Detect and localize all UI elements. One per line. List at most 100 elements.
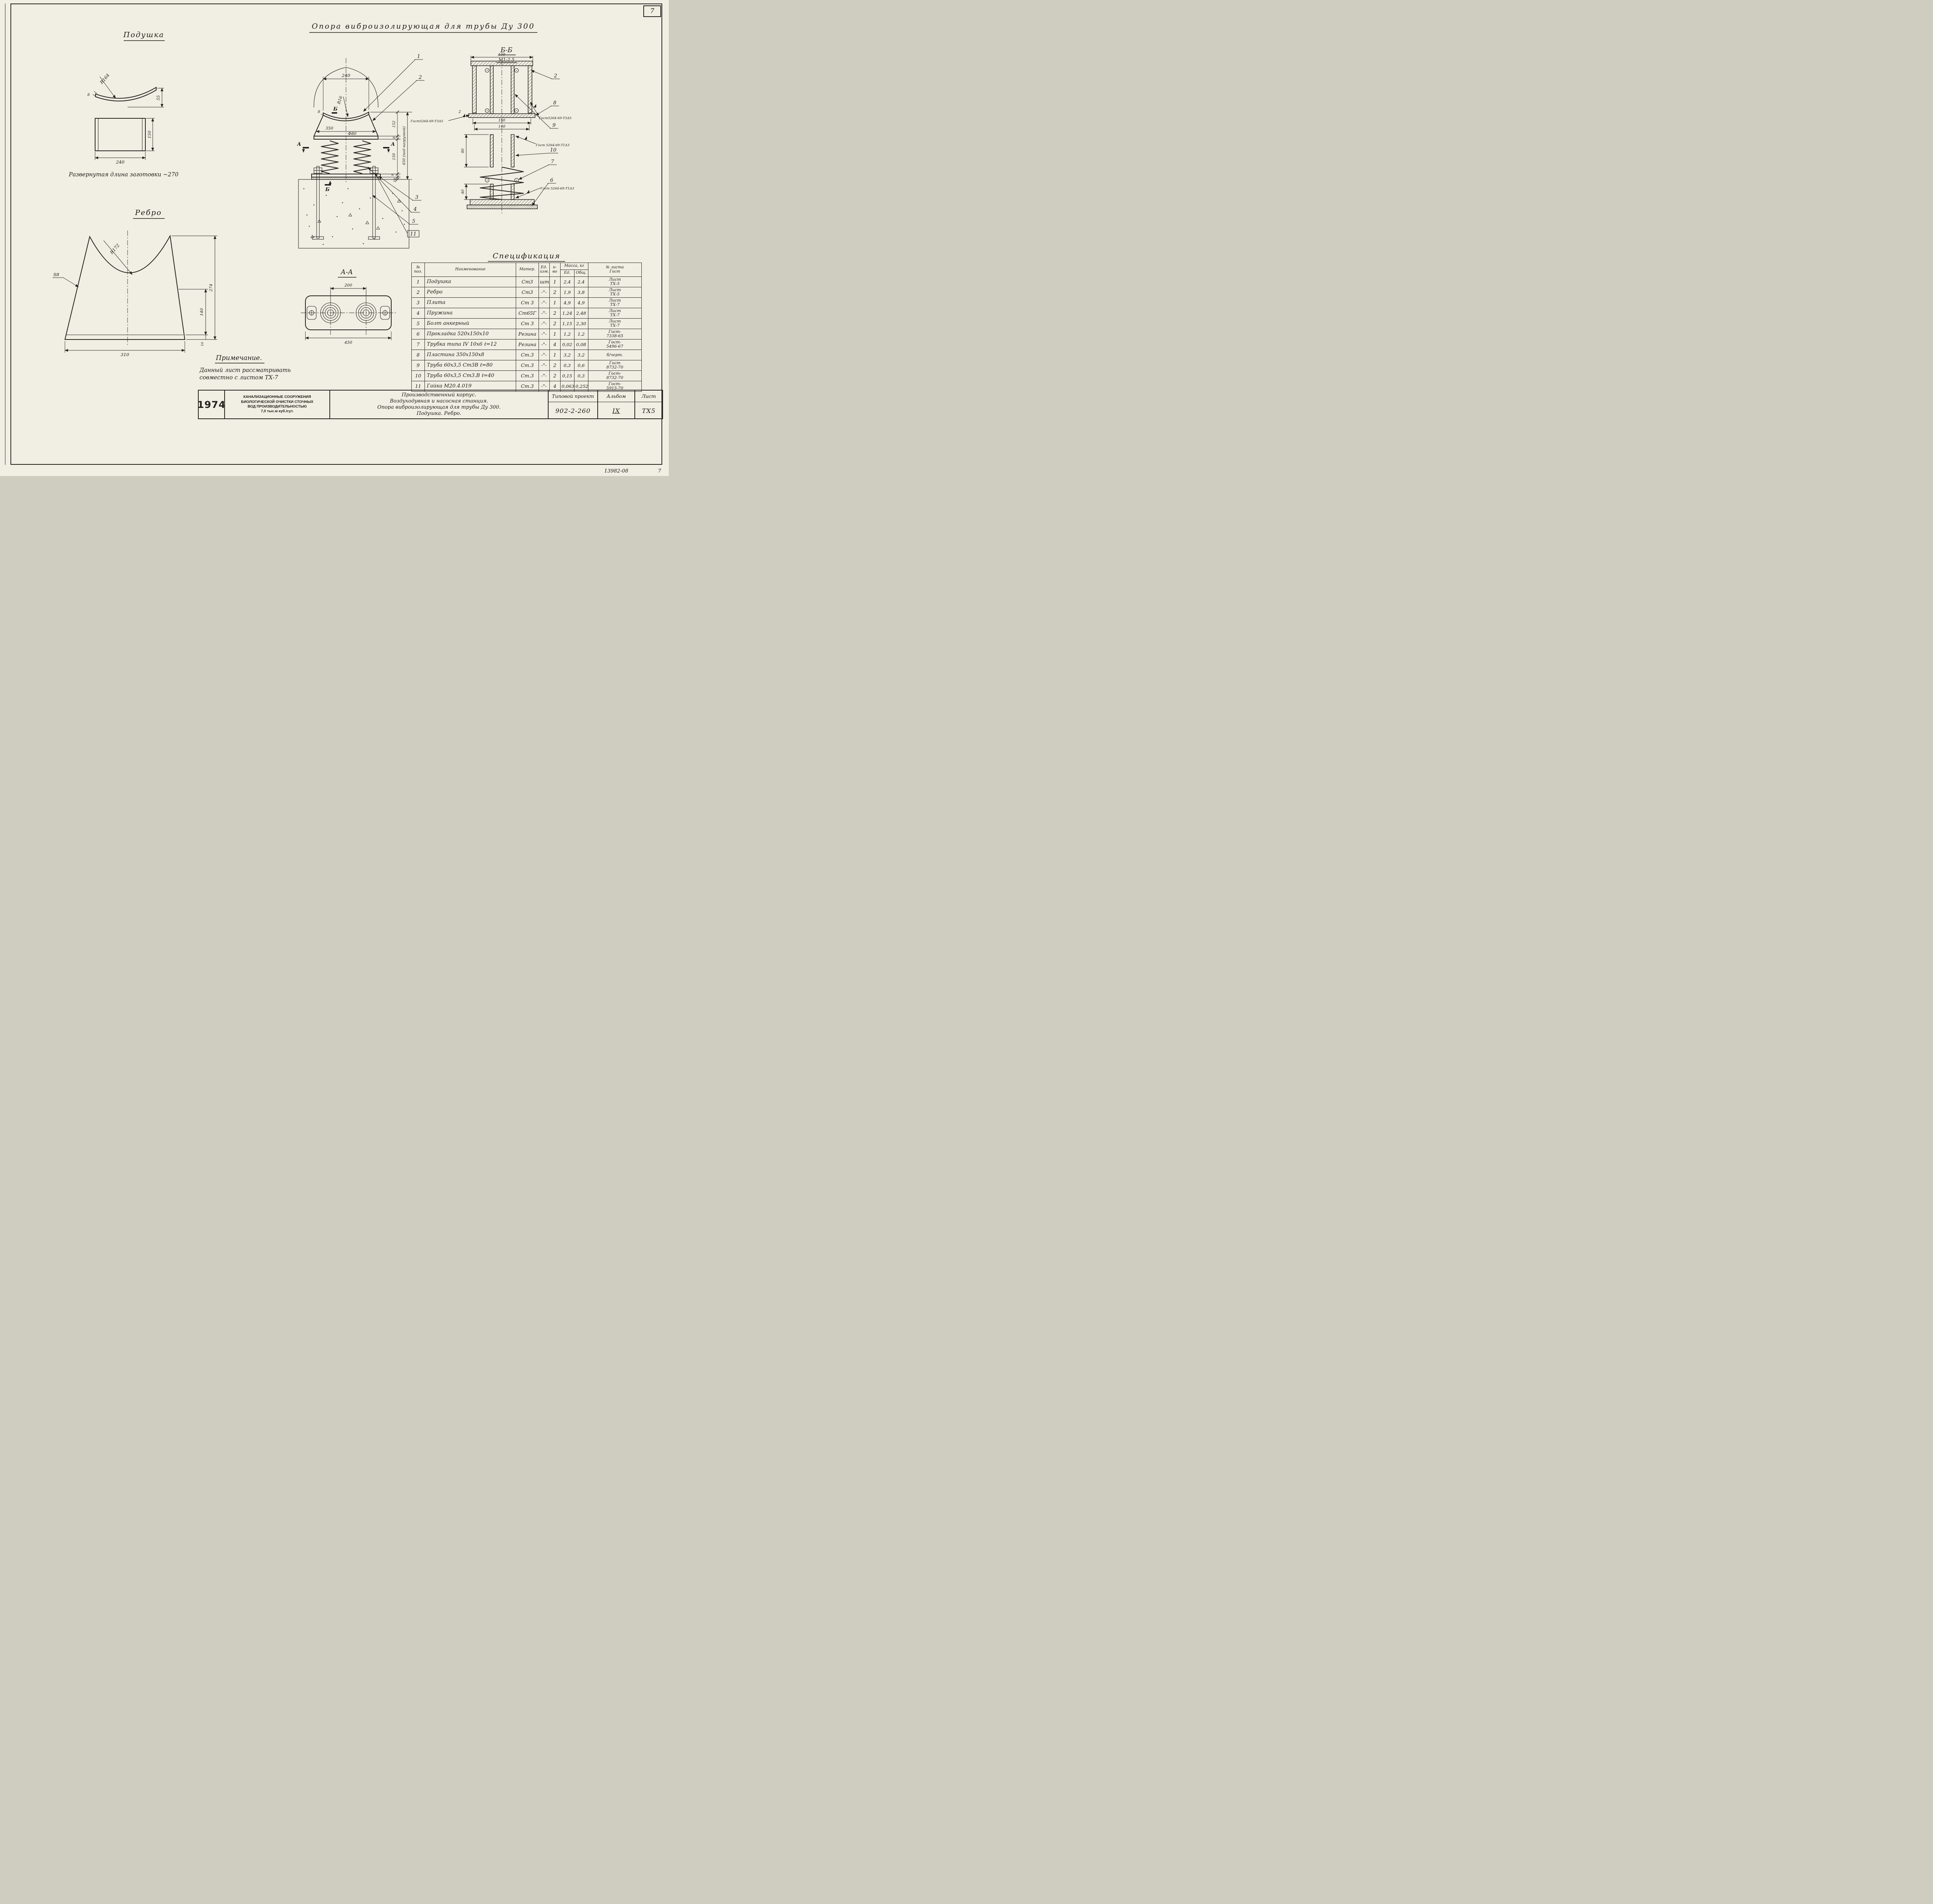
pillow-title: Подушка — [123, 31, 164, 39]
spec-cell: Ст.3 — [516, 360, 539, 371]
spec-cell: Лист ТХ-7 — [588, 297, 642, 308]
section-bb-callouts: 2 8 9 10 7 6 — [515, 70, 560, 206]
spec-cell: 2,30 — [574, 318, 588, 329]
drawing-sheet: 7 Подушка R164 8 55 — [0, 0, 669, 476]
spec-cell: -"- — [538, 318, 550, 329]
anchor-bolts — [312, 166, 380, 240]
bb-weld-t3-right: Гост5264-69-Т3Δ5 — [539, 116, 571, 120]
title-block-project: Типовой проект 902-2-260 — [548, 391, 597, 418]
spec-cell: 0,6 — [574, 360, 588, 371]
spec-cell: 1,24 — [560, 308, 574, 319]
callout-3: 3 — [415, 194, 418, 200]
bb-weld-leg-2: 2 — [458, 110, 461, 114]
asm-dim-10: 10 — [393, 178, 397, 182]
rib-dim-10: 10 — [201, 342, 205, 346]
asm-mark-a-left: А — [297, 142, 301, 147]
spec-cell: 1 — [549, 329, 561, 340]
section-bb-title: Б-Б — [500, 46, 513, 54]
spec-cell: 2 — [549, 308, 561, 319]
note-line-1: Данный лист рассматривать — [199, 367, 291, 374]
object-line-1: Производственный корпус. — [402, 392, 476, 398]
asm-dim-8a: 8 — [392, 136, 396, 139]
assembly-drawing: Опора виброизолирующая для трубы Ду 300 … — [297, 22, 537, 249]
spec-cell: -"- — [538, 287, 550, 298]
title-block-album: Альбом IX — [597, 391, 634, 418]
asm-dim-152: 152 — [392, 121, 396, 128]
sheet-value: ТХ5 — [642, 407, 656, 415]
spec-cell: Лист ТХ-5 — [588, 276, 642, 287]
sheet-number-box: 7 — [643, 5, 661, 17]
spec-cell: -"- — [538, 370, 550, 381]
spec-cell: 1,9 — [560, 287, 574, 298]
spec-cell: 0,3 — [560, 360, 574, 371]
spec-cell: 3,2 — [574, 350, 588, 360]
callout-4: 4 — [413, 206, 417, 212]
project-label: Типовой проект — [549, 391, 597, 402]
spec-cell: 2 — [549, 370, 561, 381]
callout-1: 1 — [417, 54, 420, 60]
spec-cell: Пластина 350х150х8 — [424, 350, 516, 360]
spec-cell: Резина — [516, 329, 539, 340]
spec-cell: Лист ТХ-7 — [588, 308, 642, 319]
rib-dim-140: 140 — [199, 308, 204, 316]
section-aa-drawing: А-А 200 450 — [301, 268, 396, 345]
spec-title: Спецификация — [493, 252, 560, 260]
facility-line-3: ВОД ПРОИЗВОДИТЕЛЬНОСТЬЮ — [247, 404, 307, 409]
title-block: 1974 КАНАЛИЗАЦИОННЫЕ СООРУЖЕНИЯ БИОЛОГИЧ… — [197, 390, 663, 419]
pillow-drawing: Подушка R164 8 55 240 150 Развернутая дл… — [68, 31, 179, 178]
spec-cell: 8 — [411, 350, 425, 360]
bb-dim-150: 150 — [498, 118, 505, 123]
object-line-3: Опора виброизолирующая для трубы Ду 300. — [377, 404, 501, 410]
bb-callout-9: 9 — [552, 123, 556, 128]
spec-cell: 3 — [411, 297, 425, 308]
drawing-canvas: Подушка R164 8 55 240 150 Развернутая дл… — [53, 22, 661, 474]
object-line-2: Воздуходувная и насосная станция. — [390, 398, 488, 404]
spec-cell: Гост- 7338-65 — [588, 329, 642, 340]
sheet-label: Лист — [635, 391, 662, 402]
spec-cell: Ст65Г — [516, 308, 539, 319]
spec-header-mass: Масса, кг — [560, 263, 588, 270]
bb-dim-140: 140 — [498, 125, 505, 129]
spec-cell: 2 — [549, 318, 561, 329]
assembly-callouts: 1 2 3 4 5 11 — [363, 54, 424, 237]
spec-cell: Ребро — [424, 287, 516, 298]
bb-callout-6: 6 — [550, 177, 553, 183]
asm-dim-350: 350 — [326, 126, 333, 131]
year-value: 1974 — [197, 399, 226, 410]
spec-cell: Гост- 8732-70 — [588, 370, 642, 381]
pillow-thickness-label: 8 — [87, 93, 90, 97]
spec-cell: Ст3 — [516, 276, 539, 287]
bb-dim-150-top: 150 — [498, 53, 505, 57]
spec-header-material: Матер. — [516, 263, 539, 277]
spec-cell: 6 — [411, 329, 425, 340]
spec-cell: Лист ТХ-5 — [588, 287, 642, 298]
spec-cell: 0,3 — [574, 370, 588, 381]
assembly-title: Опора виброизолирующая для трубы Ду 300 — [312, 22, 535, 31]
spec-cell: Болт анкерный — [424, 318, 516, 329]
footer-number: 7 — [658, 468, 661, 474]
project-number: 902-2-260 — [555, 407, 591, 415]
spec-header-mass-unit: Ед. — [560, 270, 574, 277]
bb-dim-40: 40 — [461, 189, 465, 194]
spec-cell: 3,8 — [574, 287, 588, 298]
title-block-year: 1974 — [197, 391, 226, 418]
bb-dim-80: 80 — [461, 148, 465, 153]
asm-mark-b-top: Б — [333, 106, 338, 112]
spec-cell: шт — [538, 276, 550, 287]
spec-cell: 2,48 — [574, 308, 588, 319]
spec-cell: -"- — [538, 297, 550, 308]
rib-dim-274: 274 — [209, 284, 213, 292]
spec-cell: Ст 3 — [516, 318, 539, 329]
spec-cell: Гост 8732-70 — [588, 360, 642, 371]
spec-cell: 4,9 — [574, 297, 588, 308]
title-block-sheet: Лист ТХ5 — [634, 391, 662, 418]
spec-cell: 5 — [411, 318, 425, 329]
spec-cell: 10 — [411, 370, 425, 381]
